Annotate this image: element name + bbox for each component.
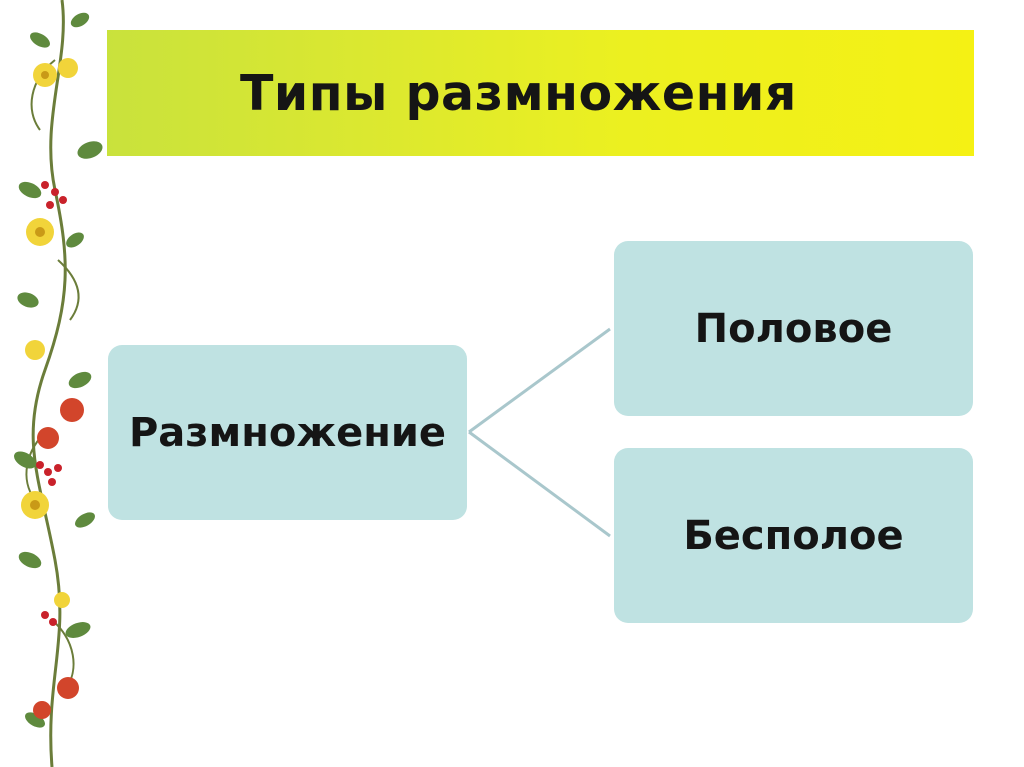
node-sexual-reproduction-label: Половое [695,306,893,352]
node-asexual-reproduction-label: Бесполое [683,513,903,559]
node-reproduction: Размножение [108,345,467,520]
node-asexual-reproduction: Бесполое [614,448,973,623]
node-reproduction-label: Размножение [129,410,446,456]
connector-root-to-sexual [469,329,610,432]
node-sexual-reproduction: Половое [614,241,973,416]
connector-root-to-asexual [469,432,610,536]
